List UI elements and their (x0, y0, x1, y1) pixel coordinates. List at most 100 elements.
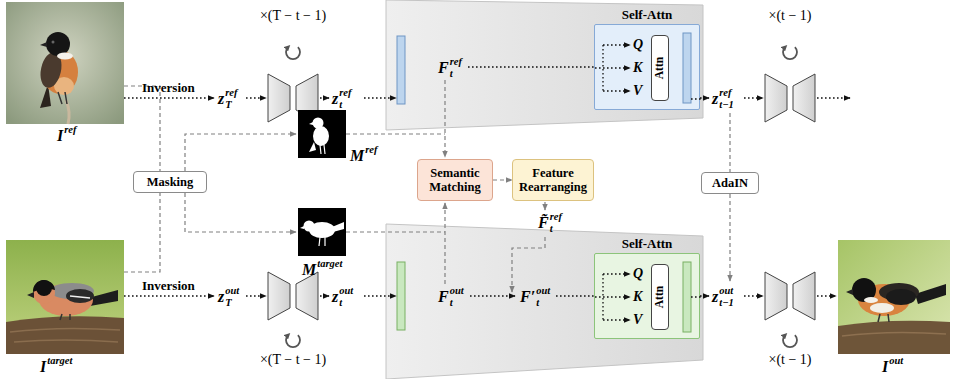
unet-icon (286, 335, 300, 347)
superscript: out (719, 285, 733, 296)
subscript: t−1 (719, 297, 734, 308)
subscript: t (450, 68, 453, 79)
attention-input: V (633, 84, 642, 98)
attention-input: K (633, 61, 642, 75)
flow-line (320, 97, 329, 98)
math-symbol: z (332, 90, 338, 108)
flow-line (817, 295, 836, 296)
superscript: ref (450, 56, 462, 67)
flow-line (246, 295, 266, 296)
superscript: out (536, 285, 550, 296)
block-heading: Self-Attn (595, 8, 699, 21)
side-line (444, 203, 445, 284)
target-photo (6, 316, 124, 354)
side-line (729, 194, 730, 281)
math-symbol: F̃ (538, 214, 549, 232)
output-photo (870, 303, 894, 313)
math-symbol: F′ (520, 288, 535, 306)
math-symbol: F (438, 288, 449, 306)
wire-arrow (603, 273, 630, 274)
attention-box: Attn (651, 264, 669, 330)
step-count: ×(T − t − 1) (260, 8, 326, 24)
target-photo (6, 240, 124, 354)
wire-arrow (603, 44, 630, 45)
wire-arrow (603, 319, 630, 320)
flow-line (124, 67, 850, 296)
feature-bar (683, 262, 691, 332)
side-line (512, 237, 545, 292)
flow-line (470, 295, 515, 296)
output-photo (838, 240, 950, 354)
unet-trapezoid (386, 224, 703, 379)
side-line (346, 133, 445, 134)
subscript: T (225, 99, 231, 110)
connector (493, 179, 512, 180)
superscript: target (317, 258, 342, 269)
unet-icon (268, 272, 318, 320)
reference-photo (40, 42, 47, 47)
box-label: Masking (147, 175, 194, 189)
unet-trapezoid (386, 0, 703, 130)
step-count: ×(t − 1) (768, 352, 811, 368)
mask-image (309, 142, 316, 152)
superscript: target (47, 355, 72, 366)
target-photo (69, 314, 71, 320)
process-label: Inversion (142, 80, 195, 96)
math-symbol: I (57, 127, 63, 145)
mask-image (298, 208, 346, 256)
side-line (346, 231, 445, 232)
subscript: t (339, 99, 342, 110)
side-line (544, 202, 545, 210)
flow-line (556, 295, 594, 296)
mask-image (298, 110, 346, 158)
step-count: ×(t − 1) (768, 8, 811, 24)
math-symbol: F (438, 59, 449, 77)
unet-icon (286, 47, 300, 59)
attention-wiring (595, 254, 701, 340)
mask-image (332, 222, 344, 232)
process-box: Semantic Matching (417, 159, 493, 201)
output-photo (915, 284, 946, 304)
output-photo (846, 289, 853, 295)
math-symbol: I (40, 358, 46, 376)
target-photo (36, 280, 52, 296)
reference-photo (65, 92, 67, 104)
output-photo (842, 332, 946, 336)
mask-image (300, 226, 304, 229)
subscript: T (225, 297, 231, 308)
attention-wiring (595, 25, 701, 111)
target-photo (27, 292, 34, 298)
target-photo (10, 328, 120, 342)
math-symbol: z (712, 90, 718, 108)
box-label: AdaIN (712, 176, 748, 190)
math-symbol: z (218, 288, 224, 306)
subscript: t (550, 223, 553, 234)
wire (691, 296, 701, 297)
superscript: out (225, 285, 239, 296)
superscript: ref (719, 87, 731, 98)
reference-photo (6, 2, 124, 124)
mask-image (304, 221, 315, 232)
mask-image (320, 145, 321, 154)
box-label: Feature Rearranging (518, 166, 588, 194)
superscript: ref (365, 144, 377, 155)
superscript: ref (225, 87, 237, 98)
target-photo (70, 296, 90, 298)
flow-line (468, 66, 594, 67)
math-symbol: z (332, 288, 338, 306)
feature-bar (683, 33, 691, 103)
mask-image (298, 110, 346, 256)
unet-icon (783, 335, 797, 347)
flow-line (817, 97, 850, 98)
step-count: ×(T − t − 1) (260, 352, 326, 368)
math-symbol: M (350, 147, 364, 165)
reference-photo (58, 92, 62, 104)
superscript: ref (550, 211, 562, 222)
mask-image (309, 122, 313, 125)
attention-input: V (633, 313, 642, 327)
output-photo (864, 297, 878, 303)
flow-line (246, 97, 266, 98)
side-line (729, 113, 730, 172)
side-line (185, 134, 296, 171)
output-photo (838, 321, 950, 354)
